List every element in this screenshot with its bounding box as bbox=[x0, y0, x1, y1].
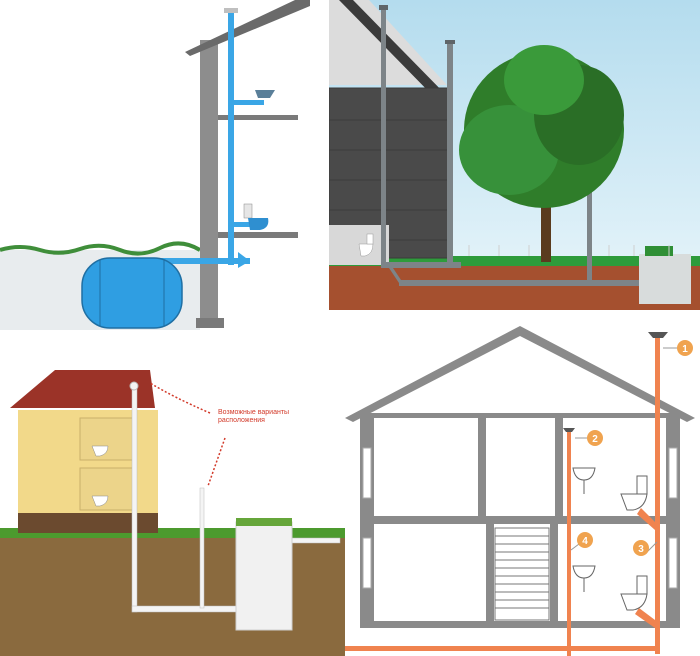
diagram-house-cross-section: 1 2 3 4 bbox=[345, 318, 700, 656]
secondary-riser-pipe bbox=[567, 431, 571, 656]
outlet-pipe bbox=[345, 646, 660, 651]
lower-floor-slab bbox=[218, 232, 298, 238]
soil bbox=[0, 533, 345, 656]
alt-vent-pipe bbox=[199, 487, 205, 609]
main-sewer-line bbox=[399, 280, 639, 286]
placement-drawing bbox=[0, 370, 345, 656]
toilet-upper-icon bbox=[620, 475, 648, 511]
marker-2: 2 bbox=[575, 430, 603, 446]
staircase bbox=[494, 527, 550, 621]
vent-cap-icon bbox=[224, 8, 238, 13]
placement-caption: Возможные варианты расположения bbox=[218, 409, 289, 425]
house-wall bbox=[200, 40, 218, 325]
diagram-septic-tank-section bbox=[0, 0, 325, 330]
vertical-riser-pipe bbox=[228, 10, 234, 265]
sink-upper-icon bbox=[572, 467, 596, 494]
diagram-placement-options: Возможные варианты расположения bbox=[0, 338, 345, 656]
toilet-tank-icon bbox=[243, 203, 253, 219]
septic-tank bbox=[235, 521, 293, 631]
septic-section-drawing bbox=[0, 0, 310, 330]
wall-footing bbox=[196, 318, 224, 328]
outlet-pipe bbox=[150, 258, 250, 264]
toilet-lower-icon bbox=[620, 575, 648, 611]
middle-floor bbox=[360, 516, 680, 524]
svg-text:1: 1 bbox=[682, 344, 688, 355]
sink-branch-pipe bbox=[234, 100, 264, 105]
marker-4: 4 bbox=[570, 532, 593, 551]
tank-lid bbox=[645, 246, 673, 256]
orange-pipe-network bbox=[345, 336, 660, 656]
marker-3: 3 bbox=[633, 540, 658, 556]
vent-pipe-1 bbox=[381, 8, 386, 266]
toilet-upper-icon bbox=[91, 445, 109, 457]
toilet-icon bbox=[358, 243, 374, 257]
roof bbox=[185, 0, 310, 56]
sink-icon bbox=[255, 90, 275, 98]
cross-section-drawing: 1 2 3 4 bbox=[345, 326, 695, 656]
sewer-pipe bbox=[131, 605, 243, 613]
lower-bathroom bbox=[79, 467, 136, 511]
septic-tank bbox=[639, 254, 691, 304]
house-roof bbox=[10, 370, 155, 408]
marker-1: 1 bbox=[663, 340, 693, 356]
roof bbox=[345, 326, 695, 422]
option-arrow-2 bbox=[207, 437, 226, 487]
grass-line bbox=[0, 241, 202, 256]
roof-edge bbox=[339, 0, 451, 100]
toilet-branch-pipe bbox=[234, 222, 254, 227]
flow-arrow-icon bbox=[238, 252, 250, 268]
vent-cap-icon bbox=[648, 332, 668, 338]
toilet-lower-icon bbox=[91, 495, 109, 507]
caption-line-2: расположения bbox=[218, 417, 265, 424]
vent-pipe-2 bbox=[447, 42, 453, 267]
option-arrow-1 bbox=[149, 382, 211, 414]
diagram-house-tree-sewer bbox=[329, 0, 700, 310]
sink-lower-icon bbox=[572, 565, 596, 592]
tree-trunk bbox=[541, 180, 551, 262]
toilet-icon bbox=[248, 218, 269, 230]
upper-bathroom bbox=[79, 417, 136, 461]
ground-floor bbox=[360, 621, 680, 628]
vent-cap-icon bbox=[379, 5, 388, 10]
svg-text:3: 3 bbox=[638, 544, 644, 555]
grass-strip bbox=[329, 256, 700, 266]
tree-crown bbox=[459, 45, 624, 208]
svg-text:4: 4 bbox=[582, 536, 588, 547]
house-tree-drawing bbox=[329, 0, 700, 310]
caption-line-1: Возможные варианты bbox=[218, 409, 290, 416]
main-riser-pipe bbox=[655, 336, 660, 654]
foundation bbox=[18, 513, 158, 533]
riser-pipe bbox=[131, 385, 138, 613]
upper-floor-slab bbox=[218, 115, 298, 120]
septic-tank bbox=[81, 257, 183, 329]
svg-text:2: 2 bbox=[592, 434, 598, 445]
